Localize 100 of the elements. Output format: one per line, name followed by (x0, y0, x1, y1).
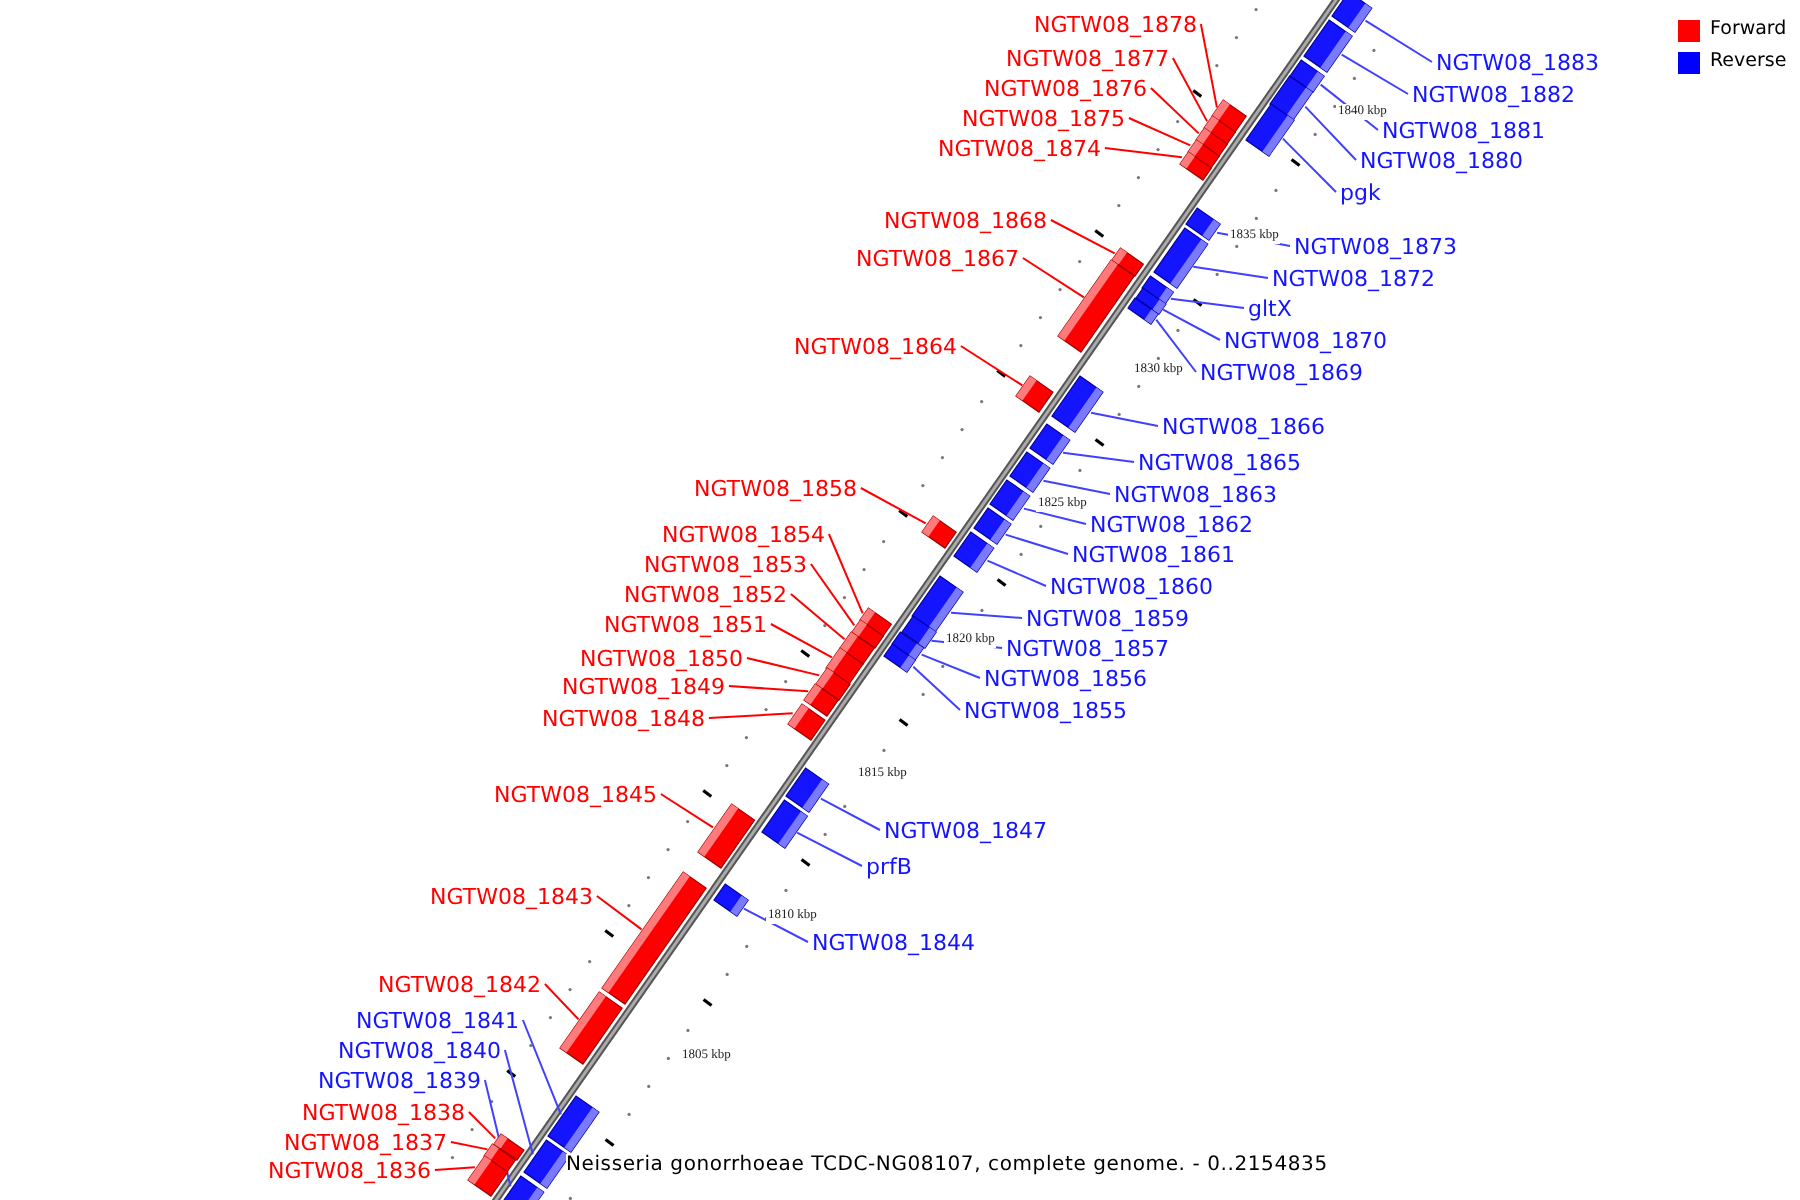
gene-label: NGTW08_1862 (1090, 511, 1253, 537)
leader-line (1103, 147, 1183, 159)
leader-line (1155, 318, 1197, 373)
gene-block (1245, 103, 1294, 156)
gene-block (954, 531, 995, 572)
leader-line (543, 983, 580, 1021)
leader-line (1340, 53, 1409, 95)
leader-line (1049, 219, 1116, 255)
gene-label: NGTW08_1855 (964, 697, 1127, 723)
leader-line (1192, 265, 1269, 279)
gene-label: NGTW08_1877 (1006, 45, 1169, 71)
gene-block (1332, 0, 1373, 32)
gene-label: NGTW08_1839 (318, 1067, 481, 1093)
gene-label: NGTW08_1847 (884, 817, 1047, 843)
gene-label: NGTW08_1850 (580, 645, 743, 671)
gene-label: NGTW08_1880 (1360, 147, 1523, 173)
leader-line (1062, 451, 1135, 463)
legend-label: Reverse (1710, 50, 1787, 74)
gene-block (1179, 152, 1211, 181)
gene-label: NGTW08_1860 (1050, 573, 1213, 599)
leader-line (1162, 308, 1221, 341)
leader-line (521, 1019, 562, 1116)
gene-label: NGTW08_1844 (812, 929, 975, 955)
leader-line (950, 611, 1023, 619)
gene-block (1058, 260, 1136, 353)
leader-line (503, 1049, 534, 1156)
legend-label: Forward (1710, 18, 1787, 42)
gene-label: NGTW08_1857 (1006, 635, 1169, 661)
gene-block (1030, 423, 1070, 464)
leader-line (769, 623, 833, 659)
leader-line (1021, 257, 1085, 299)
gene-label: NGTW08_1838 (302, 1099, 465, 1125)
gene-label: NGTW08_1876 (984, 75, 1147, 101)
gene-label: NGTW08_1865 (1138, 449, 1301, 475)
leader-line (809, 563, 856, 627)
leader-line (742, 907, 809, 943)
gene-label: pgk (1340, 179, 1381, 205)
gene-label: prfB (866, 853, 912, 879)
gene-label: NGTW08_1840 (338, 1037, 501, 1063)
gene-label: NGTW08_1881 (1382, 117, 1545, 143)
gene-block (468, 1156, 508, 1197)
gene-block (1010, 451, 1051, 492)
gene-label: NGTW08_1854 (662, 521, 825, 547)
leader-line (1090, 411, 1159, 427)
leader-line (796, 831, 863, 867)
gene-label: NGTW08_1841 (356, 1007, 519, 1033)
leader-line (595, 895, 643, 931)
gene-label: NGTW08_1861 (1072, 541, 1235, 567)
leader-line (1127, 117, 1192, 147)
leader-line (727, 685, 810, 693)
leader-line (1199, 23, 1218, 109)
leader-line (745, 657, 821, 677)
gene-block (713, 883, 748, 916)
gene-block (697, 804, 755, 869)
gene-label: NGTW08_1858 (694, 475, 857, 501)
gene-block (560, 992, 623, 1065)
caption: Neisseria gonorrhoeae TCDC-NG08107, complete genome. - 0..2154835 (566, 1154, 1328, 1176)
gene-label: NGTW08_1878 (1034, 11, 1197, 37)
leader-line (1304, 105, 1357, 161)
gene-label: NGTW08_1882 (1412, 81, 1575, 107)
leader-line (483, 1079, 512, 1188)
leader-line (789, 593, 846, 641)
gene-block (990, 479, 1031, 520)
gene-block (884, 643, 916, 672)
leader-line (1149, 87, 1200, 135)
gene-label: NGTW08_1866 (1162, 413, 1325, 439)
leader-line (986, 559, 1047, 587)
leader-line (707, 712, 794, 719)
gene-label: NGTW08_1873 (1294, 233, 1457, 259)
leader-line (1169, 297, 1245, 309)
gene-block (548, 1095, 600, 1152)
leader-line (1171, 57, 1209, 123)
gene-label: NGTW08_1856 (984, 665, 1147, 691)
leader-line (959, 345, 1024, 387)
gene-label: NGTW08_1869 (1200, 359, 1363, 385)
leader-line (920, 653, 981, 679)
leader-line (467, 1111, 497, 1140)
gene-label: NGTW08_1852 (624, 581, 787, 607)
gene-block (1128, 297, 1159, 324)
leader-line (1004, 533, 1069, 555)
leader-line (1364, 19, 1433, 63)
gene-label: gltX (1248, 295, 1292, 321)
gene-label: NGTW08_1843 (430, 883, 593, 909)
gene-block (602, 872, 707, 1005)
gene-label: NGTW08_1848 (542, 705, 705, 731)
gene-label: NGTW08_1883 (1436, 49, 1599, 75)
gene-block (921, 516, 956, 549)
gene-label: NGTW08_1863 (1114, 481, 1277, 507)
gene-block (761, 799, 807, 848)
leader-line (827, 533, 864, 615)
gene-block (1304, 19, 1353, 72)
gene-label: NGTW08_1868 (884, 207, 1047, 233)
gene-label: NGTW08_1867 (856, 245, 1019, 271)
leader-line (1281, 137, 1337, 193)
leader-line (912, 665, 961, 711)
leader-line (1022, 507, 1087, 525)
leader-line (433, 1166, 476, 1171)
gene-label: NGTW08_1870 (1224, 327, 1387, 353)
gene-label: NGTW08_1836 (268, 1157, 431, 1183)
gene-block (1052, 375, 1104, 432)
